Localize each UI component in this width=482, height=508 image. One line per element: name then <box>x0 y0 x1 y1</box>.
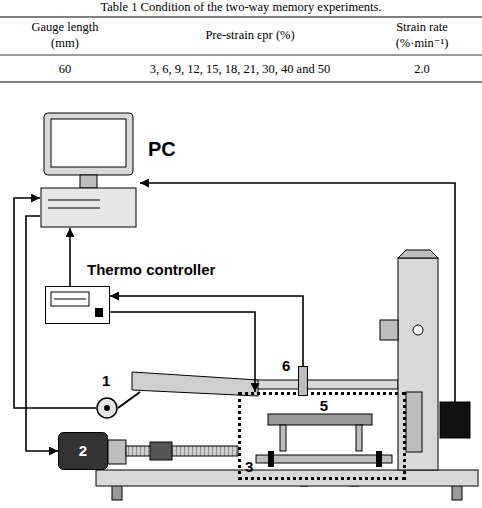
signal-line <box>110 312 255 392</box>
table-rule <box>0 55 482 56</box>
load-cell <box>440 402 470 438</box>
table-header: Gauge length (mm) <box>20 20 110 51</box>
pull-rod <box>406 392 422 452</box>
screw-nut <box>150 442 172 460</box>
thermo-controller-outline <box>45 286 110 324</box>
table-header: Pre-strain εpr (%) <box>150 28 350 44</box>
motor: 2 <box>58 432 108 470</box>
table-caption: Table 1 Condition of the two-way memory … <box>0 0 482 16</box>
lead-screw <box>126 446 238 456</box>
thermostatic-chamber: 53 <box>238 392 406 480</box>
component-label: Thermo controller <box>87 262 215 279</box>
thermocouple-outline <box>298 366 308 396</box>
extensometer-rod <box>356 425 362 451</box>
computer-case <box>41 188 136 227</box>
table-cell: 60 <box>20 62 110 78</box>
table-header: Strain rate (%·min⁻¹) <box>372 20 472 51</box>
computer: PC <box>40 112 137 228</box>
callout-number: 5 <box>320 398 328 415</box>
motor-body <box>59 433 108 470</box>
callout-number: 3 <box>245 459 253 476</box>
table-cell: 3, 6, 9, 12, 15, 18, 21, 30, 40 and 50 <box>120 62 360 78</box>
display-line <box>54 299 86 300</box>
switch <box>95 308 103 317</box>
callout-number: 2 <box>79 443 87 460</box>
pivot-arm <box>380 320 398 340</box>
encoder-rod <box>118 392 140 408</box>
extensometer: 5 <box>311 396 337 417</box>
component-label: PC <box>148 138 176 160</box>
thermo-controller: Thermo controller <box>45 286 110 324</box>
table-rule <box>0 16 482 17</box>
table-rule <box>0 81 482 82</box>
encoder-outline <box>96 397 118 419</box>
computer-outline <box>40 112 137 228</box>
probe-body <box>299 367 308 396</box>
drive-slot <box>48 200 100 201</box>
specimen-wire <box>256 455 392 463</box>
drive-slot <box>48 208 100 209</box>
encoder: 1 <box>96 397 118 419</box>
callout-number: 6 <box>282 358 290 375</box>
extensometer-bar <box>268 414 372 425</box>
display <box>51 292 89 306</box>
monitor <box>44 113 133 175</box>
motor-mount <box>108 440 126 464</box>
controller-box <box>46 287 110 324</box>
callout-number: 1 <box>102 373 110 390</box>
grip <box>376 451 382 467</box>
monitor-stand <box>80 175 97 188</box>
encoder-disc <box>97 398 117 418</box>
screen <box>51 119 126 167</box>
column-cap <box>398 250 438 258</box>
signal-wire <box>140 183 455 402</box>
extensometer-rod <box>280 425 286 451</box>
pivot <box>413 325 423 335</box>
thermocouple: 6 <box>298 366 308 396</box>
encoder-hub <box>104 405 110 411</box>
signal-line <box>26 216 58 451</box>
signal-line <box>69 228 71 286</box>
signal-line <box>110 296 303 366</box>
grip <box>268 451 274 467</box>
table-cell: 2.0 <box>372 62 472 78</box>
